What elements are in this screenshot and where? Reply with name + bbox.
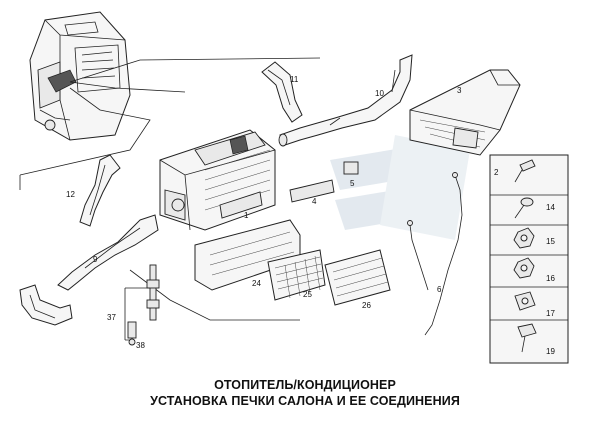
filter-part-25 xyxy=(267,249,326,301)
callout-38: 38 xyxy=(136,341,145,350)
callout-2: 2 xyxy=(494,168,499,177)
callout-26: 26 xyxy=(362,301,371,310)
screw-icon xyxy=(514,159,536,183)
callout-3: 3 xyxy=(457,86,462,95)
callout-24: 24 xyxy=(252,279,261,288)
nut-icon xyxy=(513,227,535,249)
callout-19: 19 xyxy=(546,347,555,356)
clip-icon xyxy=(514,291,536,311)
nut-icon xyxy=(513,257,535,279)
cable-part-6 xyxy=(409,174,463,336)
duct-part-11 xyxy=(261,61,303,123)
duct-part-9 xyxy=(57,214,159,291)
duct-part-3 xyxy=(409,69,521,156)
callout-6: 6 xyxy=(437,285,442,294)
callout-17: 17 xyxy=(546,309,555,318)
callout-4: 4 xyxy=(312,197,317,206)
duct-elbow xyxy=(19,284,73,326)
bolt-icon xyxy=(517,323,537,353)
tube-part-37 xyxy=(146,264,160,321)
heater-unit xyxy=(159,129,276,231)
callout-25: 25 xyxy=(303,290,312,299)
filter-part-26 xyxy=(324,249,391,306)
part-5 xyxy=(343,161,359,175)
callout-5: 5 xyxy=(350,179,355,188)
leader-cab xyxy=(19,57,321,176)
duct-part-10 xyxy=(278,54,413,147)
screw-icon xyxy=(514,197,534,219)
caption-line-1: ОТОПИТЕЛЬ/КОНДИЦИОНЕР xyxy=(214,378,396,392)
leader-37-38 xyxy=(124,287,150,341)
callout-1: 1 xyxy=(244,211,249,220)
callout-14: 14 xyxy=(546,203,555,212)
callout-12: 12 xyxy=(66,190,75,199)
callout-15: 15 xyxy=(546,237,555,246)
callout-10: 10 xyxy=(375,89,384,98)
duct-part-12 xyxy=(79,154,121,227)
callout-16: 16 xyxy=(546,274,555,283)
fitting-part-38 xyxy=(127,321,137,346)
callout-11: 11 xyxy=(290,75,299,84)
truck-cab xyxy=(29,11,131,141)
caption-line-2: УСТАНОВКА ПЕЧКИ САЛОНА И ЕЕ СОЕДИНЕНИЯ xyxy=(150,394,460,408)
part-4 xyxy=(289,179,335,203)
watermark-logo xyxy=(330,135,470,240)
callout-37: 37 xyxy=(107,313,116,322)
callout-9: 9 xyxy=(93,255,98,264)
